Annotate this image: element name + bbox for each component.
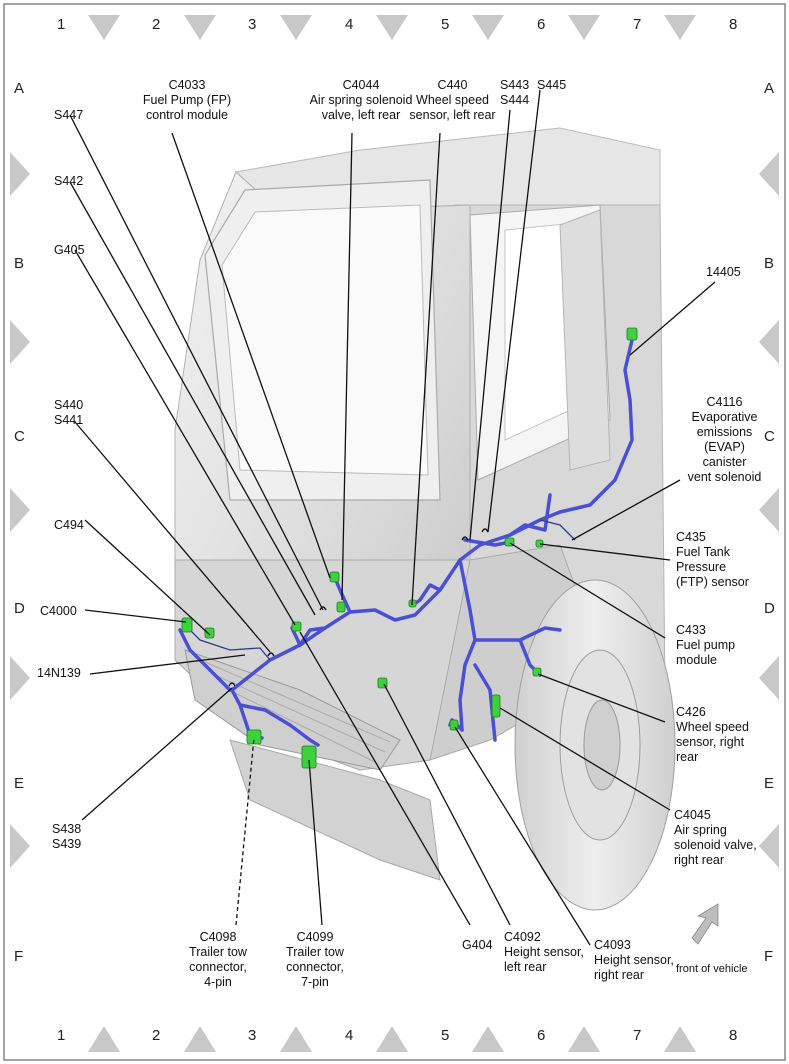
grid-col-3-top: 3 <box>248 16 257 33</box>
label-s445: S445 <box>537 78 567 92</box>
label-g405: G405 <box>54 243 85 257</box>
label-c494: C494 <box>54 518 84 532</box>
grid-row-f-right: F <box>764 948 774 965</box>
front-arrow-icon <box>691 903 719 945</box>
right-rear-wheel <box>514 579 676 911</box>
label-c4092: C4092 Height sensor, left rear <box>504 930 584 974</box>
grid-col-3-bottom: 3 <box>248 1027 257 1044</box>
label-c4116: C4116 Evaporative emissions (EVAP) canis… <box>687 395 762 484</box>
grid-row-b-right: B <box>764 255 775 272</box>
label-c4045: C4045 Air spring solenoid valve, right r… <box>674 808 757 867</box>
label-s443-s444: S443 S444 <box>500 78 530 107</box>
grid-col-8-top: 8 <box>729 16 738 33</box>
grid-col-5-top: 5 <box>441 16 450 33</box>
grid-col-7-top: 7 <box>633 16 642 33</box>
label-front-of-vehicle: front of vehicle <box>676 963 748 975</box>
vehicle-body <box>174 127 666 881</box>
label-c435: C435 Fuel Tank Pressure (FTP) sensor <box>676 530 749 589</box>
connector-c435 <box>535 539 544 548</box>
label-c4000: C4000 <box>40 604 77 618</box>
label-14n139: 14N139 <box>37 666 81 680</box>
connector-c4044 <box>329 571 340 583</box>
grid-row-e-right: E <box>764 775 775 792</box>
connector-c4045 <box>491 694 501 718</box>
label-c4099: C4099 Trailer tow connector, 7-pin <box>286 930 344 989</box>
grid-markers-bottom <box>88 1026 696 1052</box>
label-s440-s441: S440 S441 <box>54 398 84 427</box>
label-c4033: C4033 Fuel Pump (FP) control module <box>142 78 232 122</box>
grid-col-5-bottom: 5 <box>441 1027 450 1044</box>
grid-markers-right <box>759 152 779 868</box>
grid-row-f-left: F <box>14 948 24 965</box>
grid-row-c-left: C <box>14 428 25 445</box>
grid-markers-left <box>10 152 30 868</box>
label-s442: S442 <box>54 174 84 188</box>
grid-col-4-bottom: 4 <box>345 1027 354 1044</box>
grid-col-1-bottom: 1 <box>57 1027 66 1044</box>
grid-row-a-left: A <box>14 80 25 97</box>
label-s438-s439: S438 S439 <box>52 822 82 851</box>
diagram-border <box>3 3 786 1061</box>
label-14405: 14405 <box>706 265 741 279</box>
grid-row-c-right: C <box>764 428 775 445</box>
label-c426: C426 Wheel speed sensor, right rear <box>676 705 749 764</box>
grid-col-7-bottom: 7 <box>633 1027 642 1044</box>
connector-g405 <box>336 601 346 613</box>
label-g404: G404 <box>462 938 493 952</box>
connector-c494 <box>204 627 215 639</box>
label-c4098: C4098 Trailer tow connector, 4-pin <box>189 930 247 989</box>
grid-markers-top <box>88 15 696 40</box>
label-c433: C433 Fuel pump module <box>676 623 736 667</box>
grid-row-b-left: B <box>14 255 25 272</box>
connector-14405 <box>626 327 638 341</box>
connector-c4098 <box>246 729 262 745</box>
grid-col-1-top: 1 <box>57 16 66 33</box>
grid-col-6-top: 6 <box>537 16 546 33</box>
grid-col-8-bottom: 8 <box>729 1027 738 1044</box>
harness-thin <box>184 519 576 661</box>
grid-row-d-left: D <box>14 600 25 617</box>
grid-col-6-bottom: 6 <box>537 1027 546 1044</box>
connectors <box>181 327 638 769</box>
grid-row-d-right: D <box>764 600 775 617</box>
connector-c4000 <box>181 617 193 633</box>
label-c4093: C4093 Height sensor, right rear <box>594 938 674 982</box>
label-c440: C440 Wheel speed sensor, left rear <box>409 78 496 122</box>
leader-lines <box>69 89 716 946</box>
grid-row-e-left: E <box>14 775 25 792</box>
grid-col-2-top: 2 <box>152 16 161 33</box>
grid-col-2-bottom: 2 <box>152 1027 161 1044</box>
connector-c4093 <box>449 719 459 731</box>
grid-row-a-right: A <box>764 80 775 97</box>
label-c4044: C4044 Air spring solenoid valve, left re… <box>309 78 413 122</box>
grid-col-4-top: 4 <box>345 16 354 33</box>
label-s447: S447 <box>54 108 84 122</box>
